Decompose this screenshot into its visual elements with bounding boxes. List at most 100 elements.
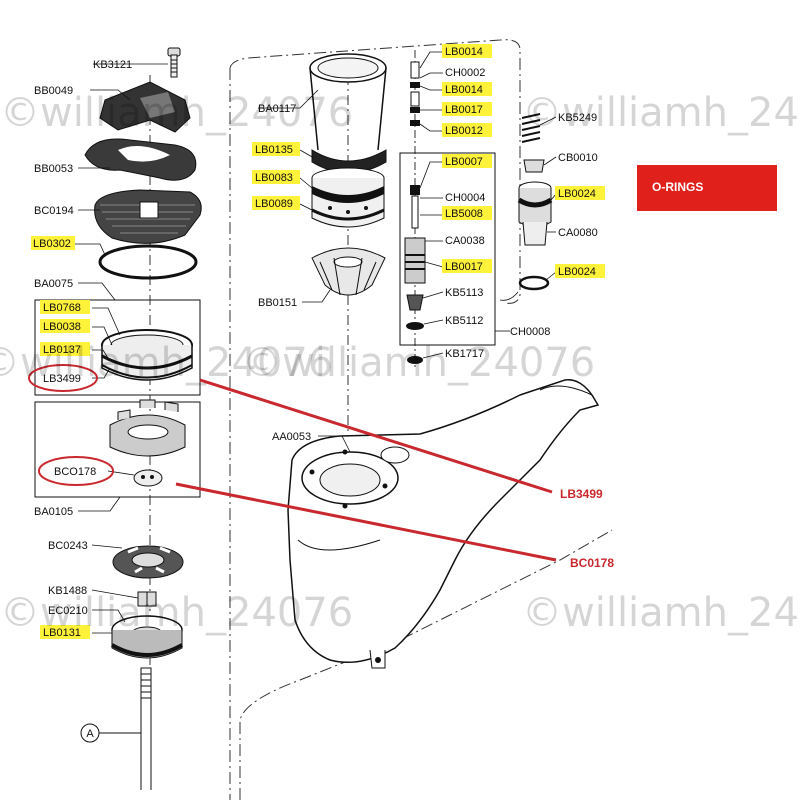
label-bb0151: BB0151 [258, 297, 297, 309]
leader-loop-right [499, 291, 519, 301]
hl-lb0024a [555, 186, 605, 200]
label-lb0024-bottom: LB0024 [558, 266, 596, 278]
aa0053-housing [287, 379, 600, 669]
hl-lb0014b [442, 82, 492, 96]
leader-ec0210 [92, 609, 126, 623]
leader-lb0137 [92, 349, 109, 359]
label-ba0075: BA0075 [34, 278, 73, 290]
leader-lb0017b [424, 261, 444, 268]
label-lb0017-top: LB0017 [445, 104, 483, 116]
hl-lb0017a [442, 102, 492, 116]
bottom-frame-dashdot [239, 529, 613, 800]
leader-kb5113 [422, 291, 444, 299]
leader-lb0089 [299, 203, 313, 211]
label-bc0243: BC0243 [48, 540, 88, 552]
label-kb1717: KB1717 [445, 348, 484, 360]
kb1488-nut [137, 591, 157, 607]
hl-lb0024b [555, 264, 605, 278]
watermark-4: ©williamh_24076 [0, 340, 333, 386]
leader-ch0002 [419, 72, 443, 79]
lb0083-lb0089-body [311, 167, 385, 228]
label-lb0131: LB0131 [43, 627, 81, 639]
label-lb0007: LB0007 [445, 156, 483, 168]
bc0243-disc [112, 545, 184, 579]
ch0008-group-box [399, 152, 496, 346]
label-lb0038: LB0038 [43, 321, 81, 333]
label-kb1488: KB1488 [48, 585, 87, 597]
watermark-5: ©williamh_24076 [0, 590, 353, 636]
leader-lb0012 [419, 123, 443, 132]
callout-bc0178: BC0178 [570, 556, 614, 570]
label-lb5008: LB5008 [445, 208, 483, 220]
part-labels: KB3121 BB0049 BB0053 BC0194 LB0302 BA007… [33, 46, 598, 639]
bb0049-bracket [99, 81, 191, 133]
label-bb0049: BB0049 [34, 85, 73, 97]
ba0117-sleeve [309, 53, 387, 174]
lb3499-red-line [199, 378, 553, 494]
label-kb5113: KB5113 [445, 287, 483, 299]
leader-kb5112 [423, 319, 444, 325]
hl-lb0768 [40, 300, 90, 314]
hl-lb0089 [252, 196, 300, 210]
hl-lb0083 [252, 170, 300, 184]
lb3499-red-circle [28, 364, 98, 392]
ba0105-group-box [34, 401, 201, 498]
label-ba0117: BA0117 [258, 103, 296, 115]
leader-bb0049 [90, 89, 131, 101]
label-lb3499: LB3499 [43, 373, 81, 385]
lb0302-oring [98, 244, 198, 280]
bb0151-cone [311, 247, 386, 296]
leader-lb0014a [419, 51, 443, 69]
leader-cb0010 [543, 156, 557, 166]
leader-bb0151 [302, 289, 331, 303]
label-ca0038: CA0038 [445, 235, 485, 247]
label-lb0768: LB0768 [43, 302, 81, 314]
leader-kb1717 [422, 352, 444, 359]
leader-lb0302 [75, 243, 106, 256]
bb0053-plate [84, 138, 197, 181]
label-ch0002: CH0002 [445, 67, 485, 79]
hl-lb0137 [40, 342, 90, 356]
outer-frame-dashdot [229, 39, 521, 800]
hl-lb0007 [442, 154, 492, 168]
ba0105-crown-nut [109, 399, 186, 487]
watermarks: ©williamh_24076 ©williamh_24076 ©william… [0, 90, 800, 636]
label-kb3121: KB3121 [93, 59, 132, 71]
label-lb0135: LB0135 [255, 144, 293, 156]
label-kb5249: KB5249 [558, 112, 597, 124]
callout-lb3499: LB3499 [560, 487, 603, 501]
label-lb0024-top: LB0024 [558, 188, 596, 200]
leader-ba0075 [78, 282, 116, 301]
o-rings-legend-label: O-RINGS [652, 180, 703, 194]
label-lb0137: LB0137 [43, 344, 81, 356]
label-ch0008: CH0008 [510, 326, 550, 338]
lb0131-pulley [111, 615, 183, 659]
label-bc0194: BC0194 [34, 205, 74, 217]
label-highlights [31, 44, 605, 639]
hl-lb0038 [40, 319, 90, 333]
label-lb0014-second: LB0014 [445, 84, 483, 96]
label-kb5112: KB5112 [445, 315, 483, 327]
hl-lb0014a [442, 44, 492, 58]
label-bco178: BCO178 [54, 466, 96, 478]
leader-bc0243 [91, 544, 123, 549]
hl-lb0012 [442, 123, 492, 137]
watermark-6: ©williamh_24076 [522, 590, 800, 636]
watermark-1: ©williamh_24076 [0, 90, 353, 136]
label-lb0017-bottom: LB0017 [445, 261, 483, 273]
hl-lb0302 [31, 236, 75, 250]
watermark-2: ©williamh_24076 [522, 90, 800, 136]
label-lb0302: LB0302 [33, 238, 71, 250]
bc0178-red-line [175, 482, 557, 562]
ba0075-bearing-stack [101, 329, 193, 381]
ref-a-label: A [86, 728, 94, 740]
spring-valve-stack [517, 113, 553, 291]
label-lb0014-top: LB0014 [445, 46, 483, 58]
bc0194-plate [94, 189, 202, 244]
kb3121-screw [167, 47, 181, 78]
leader-lb0083 [299, 177, 313, 189]
ba0075-group-box [34, 299, 201, 396]
label-lb0012: LB0012 [445, 125, 483, 137]
leader-lb0038 [92, 326, 113, 346]
